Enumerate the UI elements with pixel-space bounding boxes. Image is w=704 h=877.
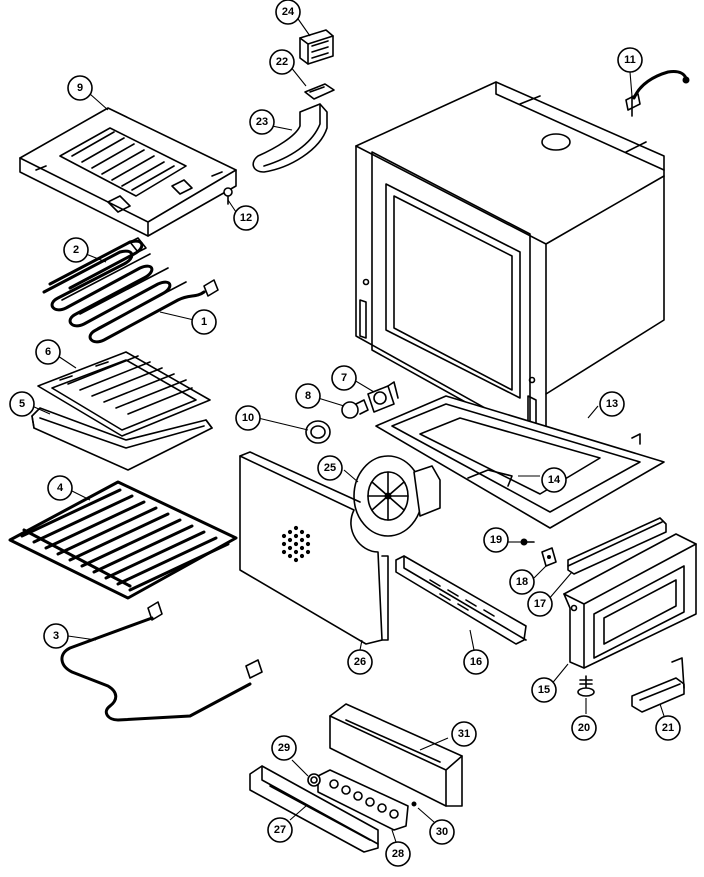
part-29-button <box>307 773 321 787</box>
callout-19: 19 <box>483 527 509 553</box>
callout-13: 13 <box>599 391 625 417</box>
part-26-rear-panel <box>239 451 389 645</box>
callout-15: 15 <box>531 677 557 703</box>
callout-1-label: 1 <box>201 316 207 328</box>
callout-10-label: 10 <box>242 412 254 424</box>
part-oven-cavity <box>355 81 665 443</box>
part-12-screw <box>223 187 233 205</box>
callout-19-label: 19 <box>490 534 502 546</box>
callout-9-label: 9 <box>77 82 83 94</box>
callout-2-label: 2 <box>73 244 79 256</box>
callout-22: 22 <box>269 49 295 75</box>
part-11-wire <box>625 70 690 117</box>
callout-27: 27 <box>267 817 293 843</box>
callout-8: 8 <box>295 383 321 409</box>
part-23-heat-shield <box>252 103 328 173</box>
leader-lines <box>31 15 665 843</box>
callout-26-label: 26 <box>354 656 366 668</box>
part-21-anti-tip-bracket <box>631 657 685 713</box>
part-6-broil-pan-insert <box>37 351 211 437</box>
part-17-rail <box>567 517 667 575</box>
part-5-broil-pan <box>31 407 213 471</box>
callout-6: 6 <box>35 339 61 365</box>
callout-31: 31 <box>451 721 477 747</box>
callout-14: 14 <box>541 467 567 493</box>
callout-24-label: 24 <box>282 6 295 18</box>
callout-16: 16 <box>463 649 489 675</box>
callout-28: 28 <box>385 841 411 867</box>
part-31-control-housing <box>329 703 463 807</box>
part-19-screw <box>520 538 535 546</box>
part-4-oven-rack <box>8 480 238 600</box>
part-15-drawer-housing <box>563 533 697 669</box>
callout-12-label: 12 <box>240 212 252 224</box>
callout-12: 12 <box>233 205 259 231</box>
callout-10: 10 <box>235 405 261 431</box>
part-20-leveling-leg <box>577 675 595 697</box>
callout-28-label: 28 <box>392 848 404 860</box>
part-25-fan-motor <box>353 455 441 537</box>
callout-4: 4 <box>47 475 73 501</box>
callout-7: 7 <box>331 365 357 391</box>
callout-18: 18 <box>509 569 535 595</box>
callout-30: 30 <box>429 819 455 845</box>
part-2-broil-element <box>42 237 219 344</box>
callout-21-label: 21 <box>662 722 674 734</box>
part-7-light-receptacle <box>367 381 399 413</box>
part-3-bake-element <box>60 601 263 722</box>
callout-27-label: 27 <box>274 824 286 836</box>
callout-5-label: 5 <box>19 398 25 410</box>
callout-6-label: 6 <box>45 346 51 358</box>
callout-4-label: 4 <box>57 482 64 494</box>
callout-29-label: 29 <box>278 742 290 754</box>
callout-30-label: 30 <box>436 826 448 838</box>
callout-25-label: 25 <box>324 462 336 474</box>
part-13-bottom-panel <box>375 395 665 529</box>
callout-2: 2 <box>63 237 89 263</box>
callout-16-label: 16 <box>470 656 482 668</box>
callout-22-label: 22 <box>276 56 288 68</box>
callout-23-label: 23 <box>256 116 268 128</box>
part-8-light-bulb <box>341 399 369 419</box>
callout-14-label: 14 <box>548 474 561 486</box>
callout-18-label: 18 <box>516 576 528 588</box>
callout-1: 1 <box>191 309 217 335</box>
callout-5: 5 <box>9 391 35 417</box>
fan-grille-holes <box>281 525 311 563</box>
callout-11: 11 <box>617 47 643 73</box>
callout-23: 23 <box>249 109 275 135</box>
callout-3: 3 <box>43 623 69 649</box>
callout-26: 26 <box>347 649 373 675</box>
callout-7-label: 7 <box>341 372 347 384</box>
callout-15-label: 15 <box>538 684 550 696</box>
callout-3-label: 3 <box>53 630 59 642</box>
part-16-support-bracket <box>395 555 527 645</box>
callout-25: 25 <box>317 455 343 481</box>
part-22-bracket <box>304 83 335 100</box>
callout-17-label: 17 <box>534 598 546 610</box>
callout-17: 17 <box>527 591 553 617</box>
part-18-clip <box>541 547 557 567</box>
part-28-control-board <box>317 769 409 831</box>
callout-13-label: 13 <box>606 398 618 410</box>
part-10-light-lens <box>305 420 331 444</box>
callout-20: 20 <box>571 715 597 741</box>
callout-8-label: 8 <box>305 390 311 402</box>
part-30-screw <box>411 801 417 807</box>
callout-31-label: 31 <box>458 728 470 740</box>
callout-11-label: 11 <box>624 54 636 66</box>
callout-29: 29 <box>271 735 297 761</box>
callout-20-label: 20 <box>578 722 590 734</box>
part-27-panel-trim <box>249 765 379 853</box>
callout-21: 21 <box>655 715 681 741</box>
callout-24: 24 <box>275 0 301 25</box>
part-24-terminal-block <box>299 29 334 65</box>
part-9-top-cover <box>19 107 237 237</box>
callout-9: 9 <box>67 75 93 101</box>
